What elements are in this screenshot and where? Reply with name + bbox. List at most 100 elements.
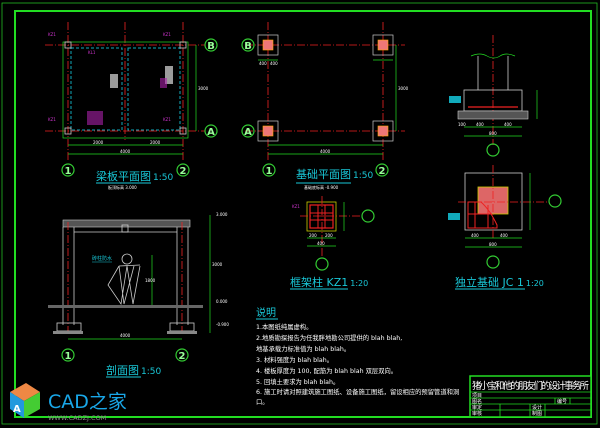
axis-bubble — [241, 124, 255, 138]
beam-plan-title: 梁板平面图 — [96, 169, 151, 183]
drawing-label: 审定 — [472, 404, 482, 411]
drawing-label: 3000 — [212, 262, 223, 267]
axis-bubble — [175, 348, 189, 362]
drawing-stroke — [160, 78, 167, 88]
drawing-label: 400 — [500, 233, 508, 238]
foundation-plan-scale: 1:50 — [353, 171, 373, 181]
axis-bubble — [204, 124, 218, 138]
drawing-label: 猪小宝和他的朋友们的设计事务所 — [472, 380, 589, 392]
drawing-stroke — [48, 305, 203, 308]
drawing-label: KZ1 — [163, 117, 171, 122]
axis-bubble — [204, 38, 218, 52]
axis-bubble — [176, 163, 190, 177]
section-scale: 1:50 — [141, 367, 161, 377]
axis-bubble — [361, 209, 375, 223]
drawing-label: 基础底标高 -0.900 — [304, 184, 339, 190]
drawing-label: CAD之家 — [48, 391, 127, 413]
drawing-stroke — [110, 74, 118, 88]
cad-cube-logo: A — [10, 383, 40, 418]
note-line: 3. 材料强度为 blah blah。 — [256, 355, 333, 364]
drawing-label: A — [207, 127, 215, 138]
drawing-label: 4000 — [120, 149, 131, 154]
drawing-label: 4000 — [320, 149, 331, 154]
axis-bubble — [315, 257, 329, 271]
drawing-stroke — [24, 392, 40, 418]
drawing-label: 400 — [471, 233, 479, 238]
drawing-label: 项目 — [472, 393, 482, 399]
drawing-stroke — [53, 331, 83, 334]
drawing-label: KZ1 — [163, 32, 171, 37]
axis-bubble — [375, 163, 389, 177]
note-line: 4. 楼板厚度为 100, 配筋为 blah blah 双层双向。 — [256, 366, 397, 375]
section-view: 砖柱防水 1800 4000 3000 3.000 0.000 -0.900 1… — [48, 212, 229, 378]
drawing-stroke — [56, 322, 82, 332]
drawing-stroke — [87, 111, 103, 125]
drawing-stroke — [179, 127, 187, 135]
drawing-label: 400 — [476, 122, 484, 127]
drawing-label: 设计 — [532, 404, 542, 411]
drawing-label: 0.000 — [216, 299, 228, 304]
drawing-stroke — [306, 201, 337, 232]
axis-bubble — [241, 38, 255, 52]
jc1-title: 独立基础 JC 1 — [455, 275, 524, 289]
axis-bubble — [486, 255, 500, 269]
jc1-scale: 1:20 — [526, 279, 544, 288]
drawing-label: 1 — [65, 351, 72, 362]
drawing-label: 100 — [458, 122, 466, 127]
drawing-label: KZ1 — [48, 32, 56, 37]
drawing-stroke — [64, 41, 72, 49]
drawing-label: WWW.CADZJ.COM — [48, 414, 106, 422]
drawing-label: 2 — [180, 166, 187, 177]
drawing-label: 400 — [504, 122, 512, 127]
drawing-label: 200 — [325, 233, 333, 238]
drawing-label: 4000 — [120, 333, 131, 338]
axis-bubble — [61, 348, 75, 362]
drawing-stroke — [64, 127, 72, 135]
drawing-label: 2 — [379, 166, 386, 177]
drawing-label: A — [13, 404, 21, 415]
drawing-label: 400 — [259, 61, 267, 66]
drawing-label: 板顶标高 3.000 — [108, 184, 137, 190]
axis-bubble — [121, 253, 133, 265]
drawing-label: 制图 — [532, 410, 542, 417]
drawing-stroke — [464, 172, 523, 231]
drawing-label: 2000 — [93, 140, 104, 145]
foundation-plan-title: 基础平面图 — [296, 168, 351, 181]
drawing-label: 砖柱防水 — [92, 255, 112, 262]
drawing-stroke — [167, 331, 197, 334]
drawing-stroke — [10, 392, 24, 418]
drawing-label: B — [244, 41, 252, 52]
note-line-6-wrap: 6. 施工时请对照建筑施工图纸、设备施工图纸，留设相应的预留管道和洞口。 — [256, 389, 460, 406]
drawing-label: KZ1 — [292, 204, 300, 209]
drawing-label: 3000 — [398, 86, 409, 91]
drawing-label: 审核 — [472, 410, 482, 417]
drawing-label: 3000 — [198, 86, 209, 91]
drawing-stroke — [10, 383, 40, 401]
drawing-stroke — [457, 110, 529, 120]
drawing-label: KZ1 — [48, 117, 56, 122]
note-line: 6. 施工时请对照建筑施工图纸、设备施工图纸，留设相应的预留管道和洞口。 — [256, 389, 460, 406]
jc1-section: 100 400 400 800 — [449, 35, 538, 157]
drawing-stroke — [309, 204, 334, 229]
drawing-label: -0.900 — [216, 322, 229, 327]
note-line: 5. 回填土要求为 blah blah。 — [256, 377, 339, 386]
axis-bubble — [61, 163, 75, 177]
drawing-label: 3.000 — [216, 212, 228, 217]
axis-bubble — [262, 163, 276, 177]
drawing-stroke — [467, 201, 498, 229]
drawing-stroke — [449, 96, 461, 103]
inner-frame — [14, 10, 592, 418]
kz1-scale: 1:20 — [350, 279, 368, 288]
drawing-label: 1 — [65, 166, 72, 177]
drawing-label: KL1 — [88, 50, 96, 55]
note-line: 地基承载力标准值为 blah blah。 — [256, 344, 350, 353]
drawing-stroke — [62, 219, 191, 228]
drawing-label: B — [207, 41, 215, 52]
section-title: 剖面图 — [106, 363, 139, 377]
